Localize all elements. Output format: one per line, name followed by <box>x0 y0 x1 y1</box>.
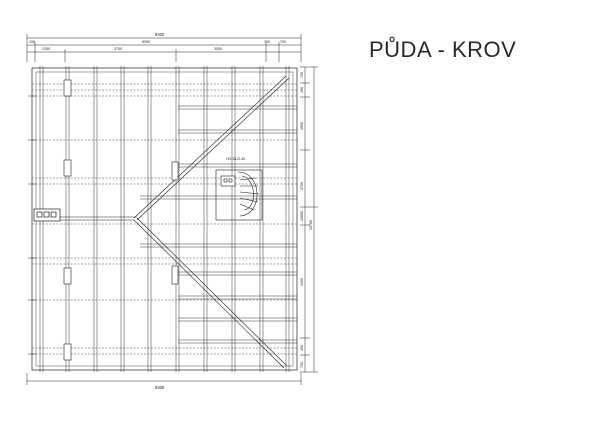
dim-top-d: 8050 <box>142 40 150 44</box>
bottom-dimension-chain <box>26 373 302 385</box>
dim-top-e: 3050 <box>214 47 222 51</box>
dim-right-total: 10750 <box>309 220 313 230</box>
hip-lines <box>60 75 290 369</box>
dim-right-6: 4490 <box>300 278 304 286</box>
dim-right-7: 450 <box>300 345 304 351</box>
dim-top-a: 155 <box>29 40 35 44</box>
dim-top-g: 700 <box>280 40 286 44</box>
hip-rafters <box>140 105 297 344</box>
dim-top-total: 9200 <box>155 32 165 37</box>
outer-wall <box>31 67 298 371</box>
chimney <box>33 208 61 222</box>
dim-right-3: 1900 <box>300 122 304 130</box>
dim-right-1: 700 <box>300 72 304 78</box>
eave-marks <box>28 95 36 355</box>
dim-right-4: 3700 <box>300 182 304 190</box>
page-title: PŮDA - KROV <box>369 37 517 62</box>
dim-right-5: 10650 <box>300 211 304 221</box>
horizontal-purlins <box>32 83 297 355</box>
dim-top-b: 1250 <box>42 47 50 51</box>
dim-right-2: 450 <box>300 87 304 93</box>
dim-right-8: 700 <box>300 362 304 368</box>
stair-opening <box>215 169 263 221</box>
dim-bottom-total: 9200 <box>155 385 165 390</box>
right-dimension-chain <box>300 66 318 373</box>
top-dimension-chain <box>26 34 302 62</box>
right-dimension-texts: 700 450 1900 3700 10650 4490 450 700 107… <box>300 72 313 368</box>
dim-top-c: 3750 <box>114 47 122 51</box>
stair-label: HO-DL/2-40 <box>226 157 245 161</box>
posts <box>63 79 179 361</box>
dim-top-f: 700 <box>264 40 270 44</box>
rafters <box>39 66 290 372</box>
